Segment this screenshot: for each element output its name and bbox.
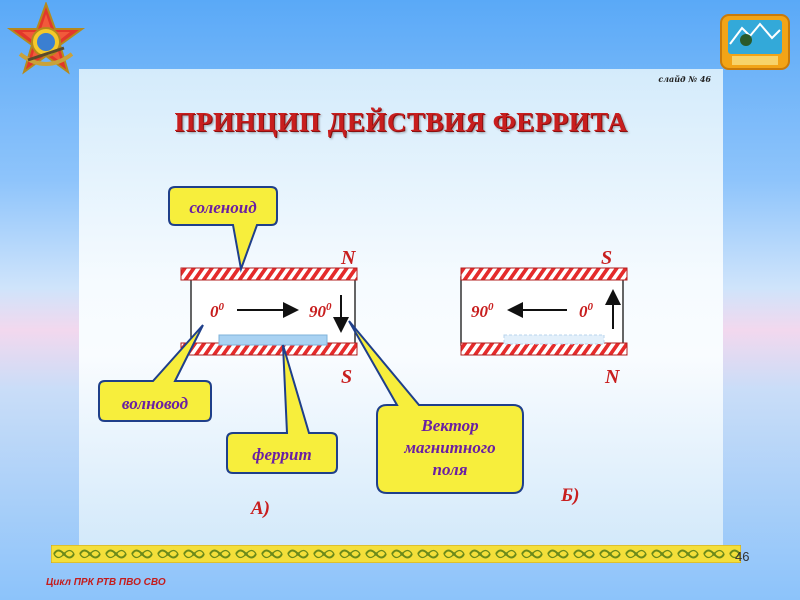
ornament-border — [51, 545, 741, 563]
ferrite-bar-b — [503, 334, 605, 345]
pole-bottom-a: S — [341, 366, 352, 388]
ferrite-bar-a — [218, 334, 328, 346]
panel-b: 900 00 S N Б) — [460, 247, 628, 506]
slide-title: ПРИНЦИП ДЕЙСТВИЯ ФЕРРИТА — [174, 107, 628, 137]
callout-ferrite: феррит — [226, 344, 338, 474]
pole-bottom-b: N — [604, 366, 621, 388]
callout-field-vector-line2: магнитного — [403, 438, 495, 457]
ferrite-diagram: 00 900 N S А) 900 00 S N Б) со — [98, 186, 628, 519]
solenoid-bottom-b — [460, 342, 628, 356]
page-number: 46 — [735, 549, 750, 564]
panel-a: 00 900 N S А) — [180, 247, 358, 519]
angle-right-a: 900 — [309, 301, 332, 321]
academy-logo-icon — [720, 14, 790, 70]
pole-top-b: S — [601, 247, 612, 269]
callout-solenoid: соленоид — [168, 186, 278, 273]
angle-left-a: 00 — [210, 301, 225, 321]
callout-ferrite-label: феррит — [252, 445, 311, 464]
slide-number-label: слайд № 46 — [658, 74, 711, 84]
angle-right-b: 00 — [579, 301, 594, 321]
callout-solenoid-label: соленоид — [189, 198, 257, 217]
pole-top-a: N — [340, 247, 357, 269]
callout-waveguide-label: волновод — [122, 394, 189, 413]
callout-field-vector-line1: Вектор — [420, 416, 478, 435]
callout-waveguide: волновод — [98, 324, 212, 422]
solenoid-top-a — [180, 267, 358, 281]
military-star-emblem-icon — [6, 2, 86, 75]
angle-left-b: 900 — [471, 301, 494, 321]
caption-b: Б) — [560, 485, 579, 506]
callout-field-vector-line3: поля — [432, 460, 467, 479]
footer-caption: Цикл ПРК РТВ ПВО СВО — [46, 577, 166, 588]
caption-a: А) — [250, 498, 270, 519]
slide-panel: слайд № 46 ПРИНЦИП ДЕЙСТВИЯ ФЕРРИТА — [79, 69, 723, 547]
solenoid-top-b — [460, 267, 628, 281]
callout-field-vector: Вектор магнитного поля — [348, 320, 524, 494]
